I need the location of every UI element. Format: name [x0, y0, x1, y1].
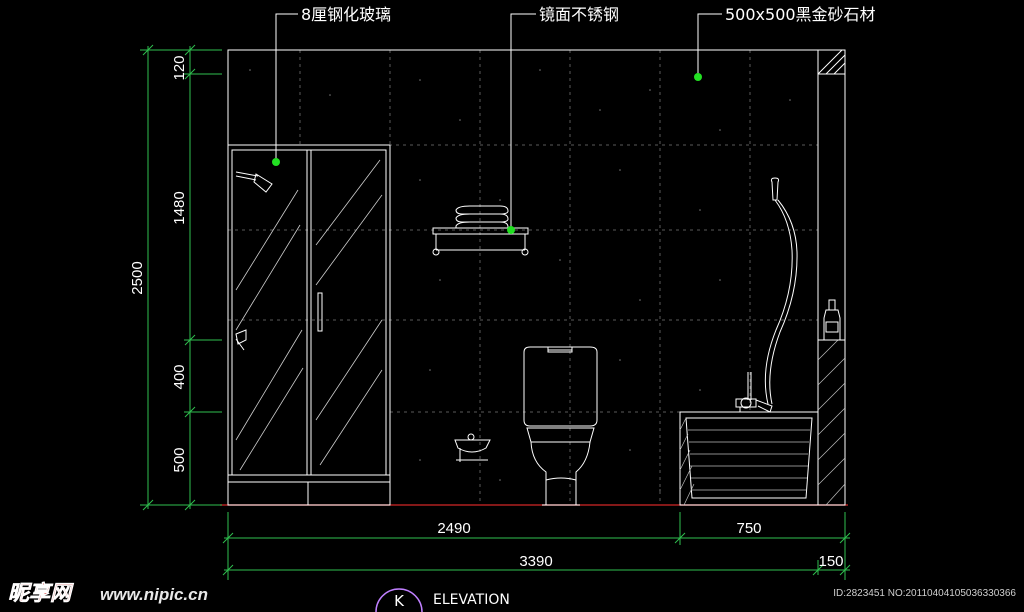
title-symbol-letter: K — [394, 592, 405, 610]
stone-tile-grid — [228, 50, 818, 505]
toilet — [523, 346, 598, 506]
dim-horizontal-2490: 2490 — [437, 520, 470, 537]
shower-head-icon — [235, 171, 273, 193]
title-block: K ELEVATION — [375, 588, 510, 612]
towel-rack — [432, 205, 529, 256]
dim-vertical-400: 400 — [171, 364, 188, 389]
dim-horizontal-750: 750 — [736, 520, 761, 537]
leader-dot-steel — [507, 226, 515, 234]
bathtub — [679, 411, 819, 506]
shower-valve-icon — [235, 329, 247, 351]
dimension-lines — [140, 44, 851, 580]
watermark-id: ID:2823451 NO:20110404105036330366 — [833, 588, 1016, 599]
title-text: ELEVATION — [433, 592, 510, 608]
stone-speckle — [249, 69, 791, 491]
label-steel: 镜面不锈钢 — [539, 5, 619, 24]
leader-dot-stone — [694, 73, 702, 81]
dim-horizontal-150: 150 — [818, 553, 843, 570]
dim-horizontal-3390: 3390 — [519, 553, 552, 570]
bottle-icon — [823, 299, 841, 341]
watermark: 昵享网 www.nipic.cn ID:2823451 NO:201104041… — [8, 581, 1017, 606]
shower-door-handle — [317, 292, 323, 332]
watermark-url: www.nipic.cn — [100, 585, 208, 604]
label-stone: 500x500黑金砂石材 — [725, 5, 876, 24]
wall-outline — [227, 49, 846, 506]
shower-enclosure — [227, 144, 391, 506]
dim-vertical-total: 2500 — [129, 261, 146, 294]
dim-vertical-1480: 1480 — [171, 191, 188, 224]
hand-shower-icon — [764, 177, 798, 405]
tub-faucet-icon — [735, 372, 773, 413]
material-leaders — [275, 13, 722, 230]
title-symbol-circle — [375, 588, 423, 612]
toilet-paper-holder — [454, 433, 491, 462]
label-glass: 8厘钢化玻璃 — [301, 5, 391, 24]
dim-vertical-120: 120 — [171, 55, 188, 80]
dim-vertical-500: 500 — [171, 447, 188, 472]
leader-dot-glass — [272, 158, 280, 166]
wall-niche — [817, 339, 846, 506]
watermark-brand: 昵享网 — [8, 581, 74, 605]
